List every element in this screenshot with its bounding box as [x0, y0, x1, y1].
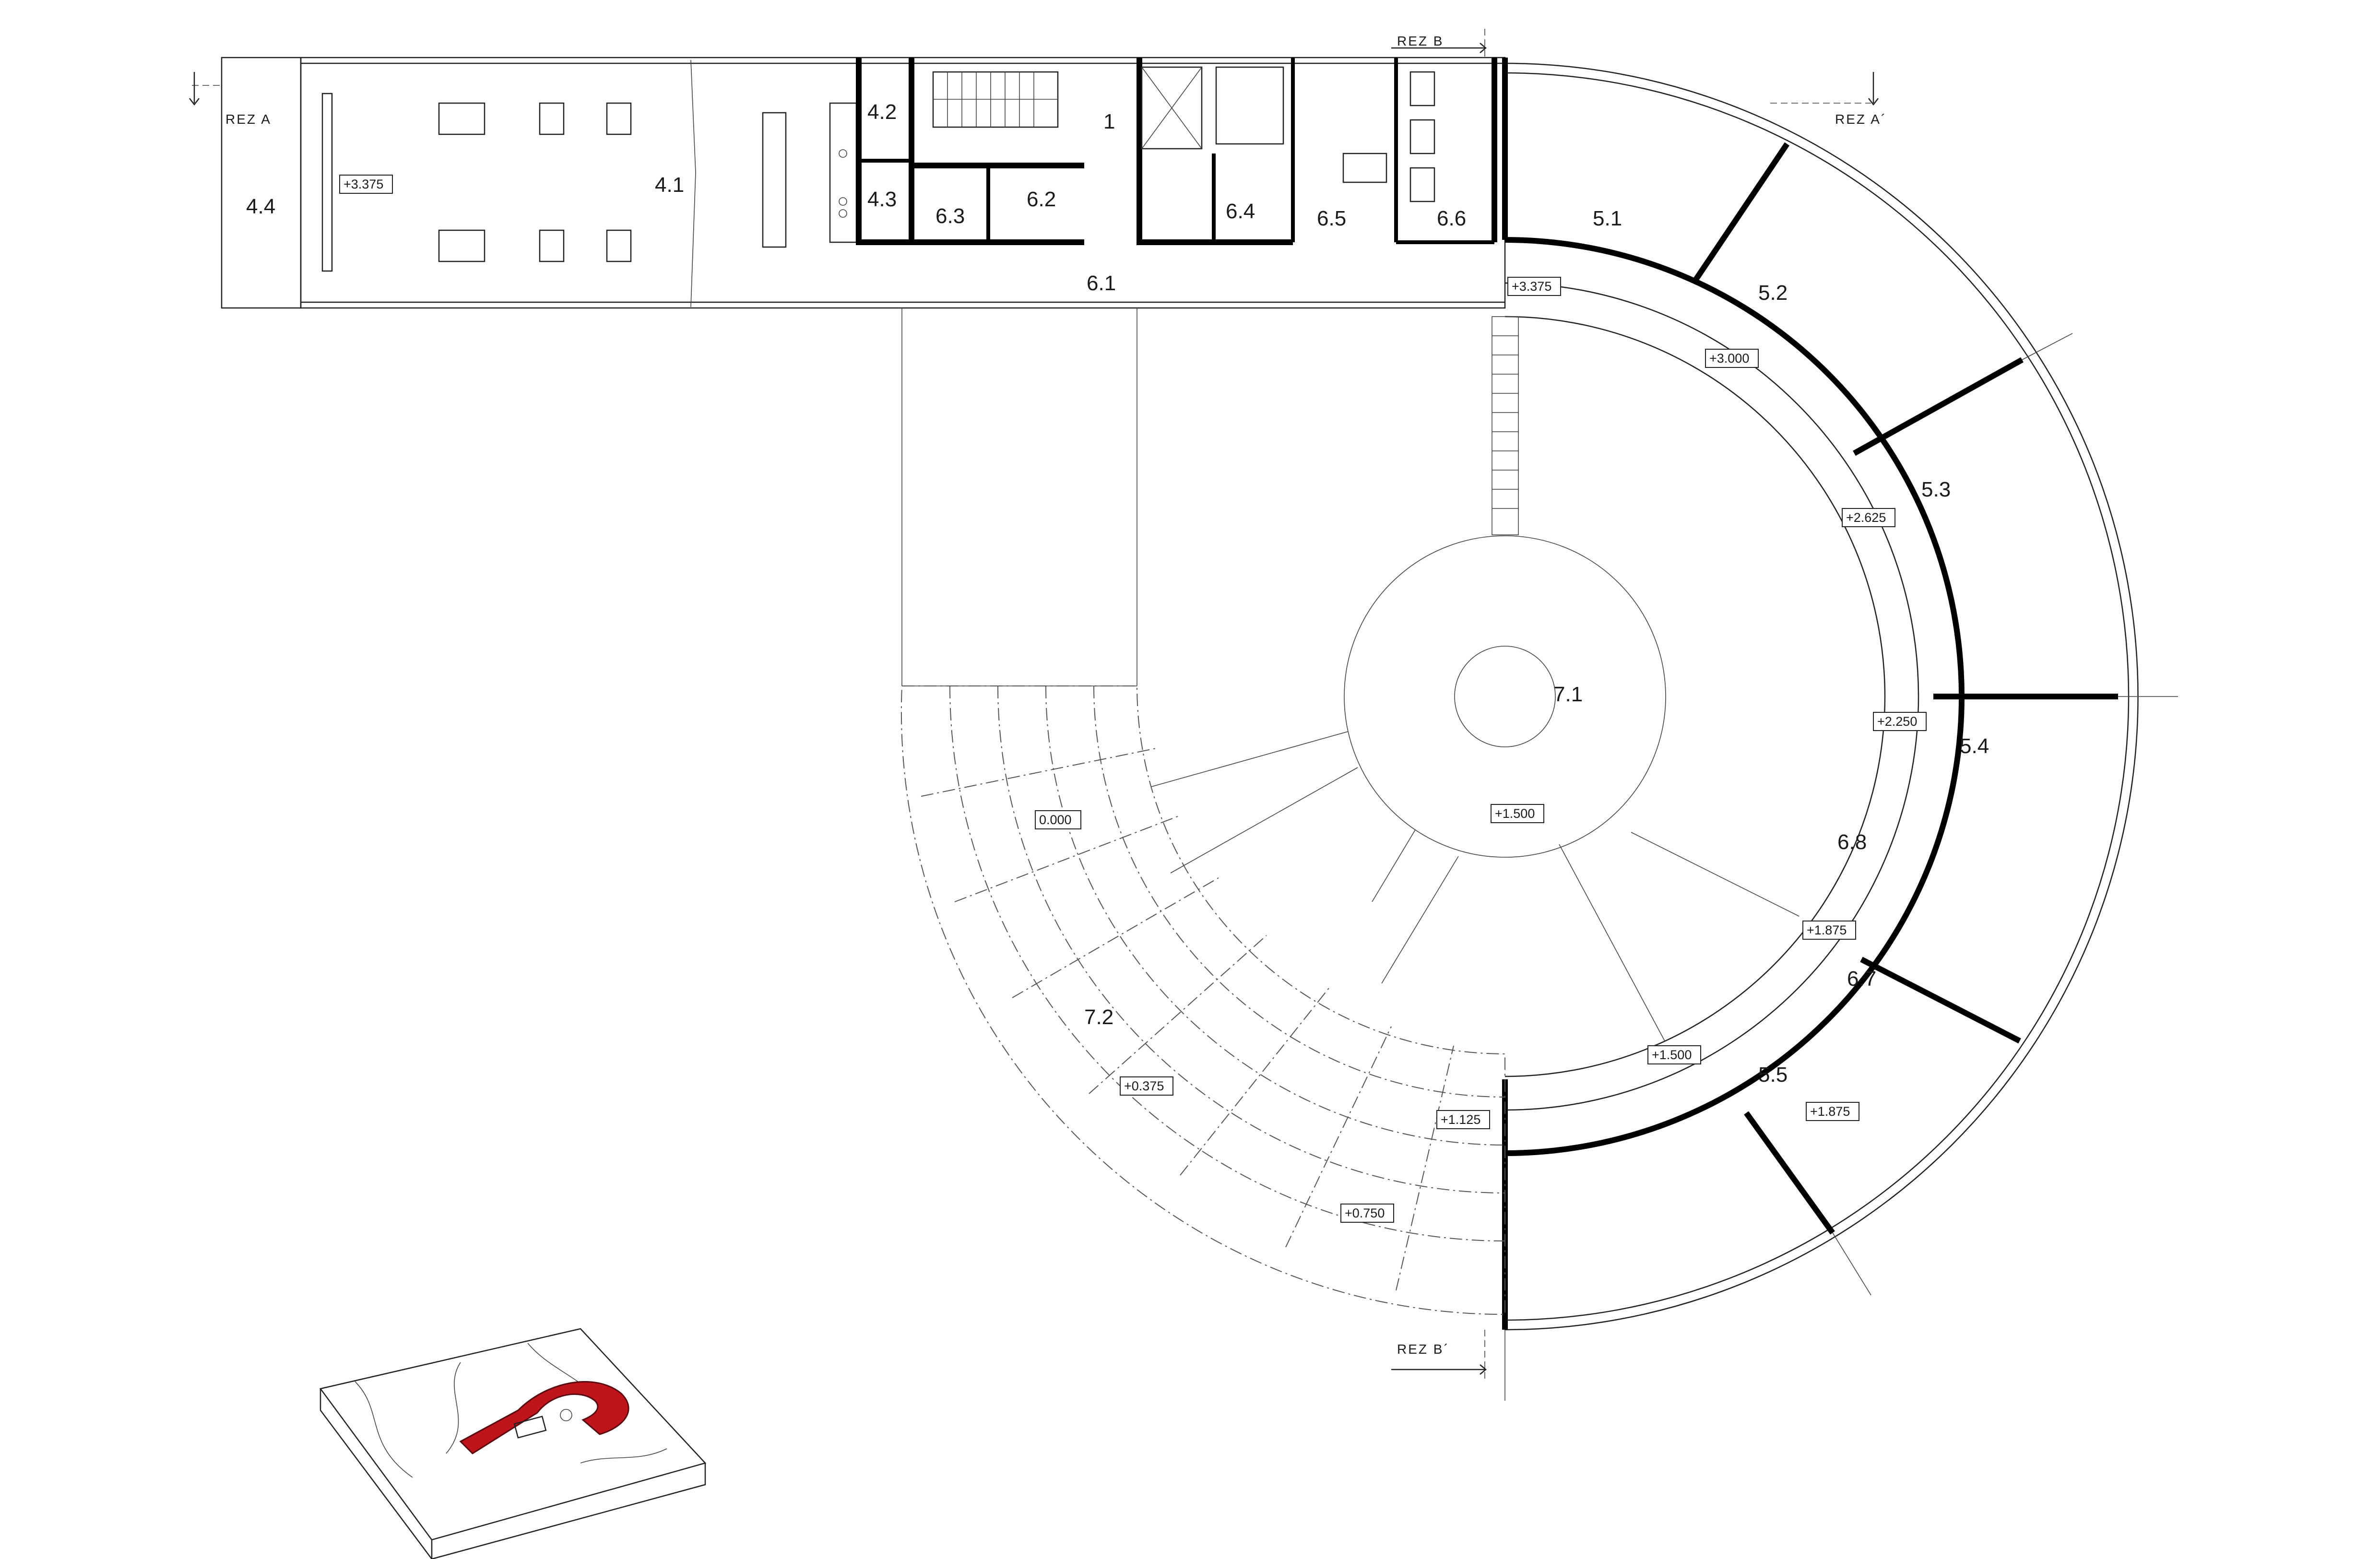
- svg-text:+0.375: +0.375: [1124, 1079, 1164, 1093]
- room-label-5-2: 5.2: [1758, 281, 1788, 305]
- svg-text:REZ A: REZ A: [225, 112, 272, 127]
- courtyard: [900, 316, 1800, 1315]
- room-label-6-6: 6.6: [1437, 207, 1466, 230]
- svg-text:+1.500: +1.500: [1652, 1048, 1692, 1062]
- level-marker: 0.000: [1035, 810, 1081, 829]
- section-marker-b-prime: REZ B´: [1391, 1330, 1487, 1382]
- room-label-6-3: 6.3: [935, 204, 965, 228]
- room-label-6-7: 6.7: [1847, 967, 1876, 991]
- level-markers: +3.375 +3.375 +3.000 +2.625 +2.250 +1.87…: [339, 175, 1927, 1223]
- room-label-4-4: 4.4: [246, 195, 275, 218]
- svg-text:REZ A´: REZ A´: [1835, 112, 1887, 127]
- level-marker: +1.125: [1436, 1110, 1490, 1129]
- room-labels: 1 4.1 4.2 4.3 4.4 5.1 5.2 5.3 5.4 5.5 6.…: [246, 100, 1989, 1087]
- svg-text:+3.375: +3.375: [343, 177, 383, 191]
- room-label-6-4: 6.4: [1226, 200, 1255, 223]
- room-label-5-1: 5.1: [1593, 207, 1622, 230]
- level-marker: +0.375: [1120, 1076, 1173, 1096]
- svg-text:+1.875: +1.875: [1807, 923, 1847, 937]
- room-label-6-1: 6.1: [1087, 272, 1116, 295]
- level-marker: +0.750: [1340, 1204, 1394, 1223]
- linear-wing: [221, 57, 1506, 686]
- svg-text:+2.625: +2.625: [1846, 510, 1886, 525]
- svg-text:+3.000: +3.000: [1709, 351, 1749, 366]
- room-label-5-3: 5.3: [1921, 478, 1951, 501]
- room-label-5-4: 5.4: [1960, 734, 1989, 758]
- svg-text:+2.250: +2.250: [1877, 714, 1917, 729]
- room-label-4-3: 4.3: [867, 188, 897, 211]
- svg-text:REZ B´: REZ B´: [1397, 1342, 1450, 1357]
- highlighted-building: [459, 1381, 629, 1454]
- svg-text:+1.500: +1.500: [1495, 806, 1535, 821]
- level-marker: +1.500: [1491, 804, 1544, 823]
- room-label-7-1: 7.1: [1553, 683, 1583, 706]
- room-label-6-2: 6.2: [1027, 188, 1056, 211]
- site-model: [319, 1328, 707, 1559]
- level-marker: +3.375: [339, 175, 393, 194]
- svg-text:+3.375: +3.375: [1512, 279, 1551, 294]
- circular-wing: [1502, 58, 2178, 1401]
- dining-tables: [438, 102, 632, 262]
- room-label-4-2: 4.2: [867, 100, 897, 124]
- room-label-1: 1: [1103, 110, 1115, 133]
- level-marker: +3.000: [1705, 349, 1759, 368]
- section-marker-a-prime: REZ A´: [1770, 72, 1887, 127]
- room-label-4-1: 4.1: [655, 173, 684, 197]
- room-label-6-8: 6.8: [1837, 830, 1867, 854]
- level-marker: +3.375: [1507, 277, 1561, 296]
- section-marker-b: REZ B: [1391, 29, 1487, 58]
- svg-text:REZ B: REZ B: [1397, 34, 1444, 48]
- room-label-6-5: 6.5: [1317, 207, 1346, 230]
- level-marker: +1.500: [1647, 1045, 1701, 1064]
- section-marker-a: REZ A: [189, 72, 272, 127]
- svg-text:0.000: 0.000: [1039, 813, 1072, 827]
- svg-text:+1.875: +1.875: [1810, 1104, 1850, 1119]
- level-marker: +2.250: [1873, 712, 1927, 731]
- room-label-7-2: 7.2: [1084, 1005, 1113, 1029]
- room-label-5-5: 5.5: [1758, 1063, 1788, 1087]
- level-marker: +1.875: [1802, 921, 1856, 940]
- level-marker: +2.625: [1842, 508, 1895, 527]
- svg-text:+0.750: +0.750: [1345, 1206, 1385, 1220]
- section-markers: REZ A REZ A´ REZ B REZ B´: [189, 29, 1887, 1382]
- level-marker: +1.875: [1806, 1102, 1859, 1121]
- svg-text:+1.125: +1.125: [1441, 1112, 1480, 1127]
